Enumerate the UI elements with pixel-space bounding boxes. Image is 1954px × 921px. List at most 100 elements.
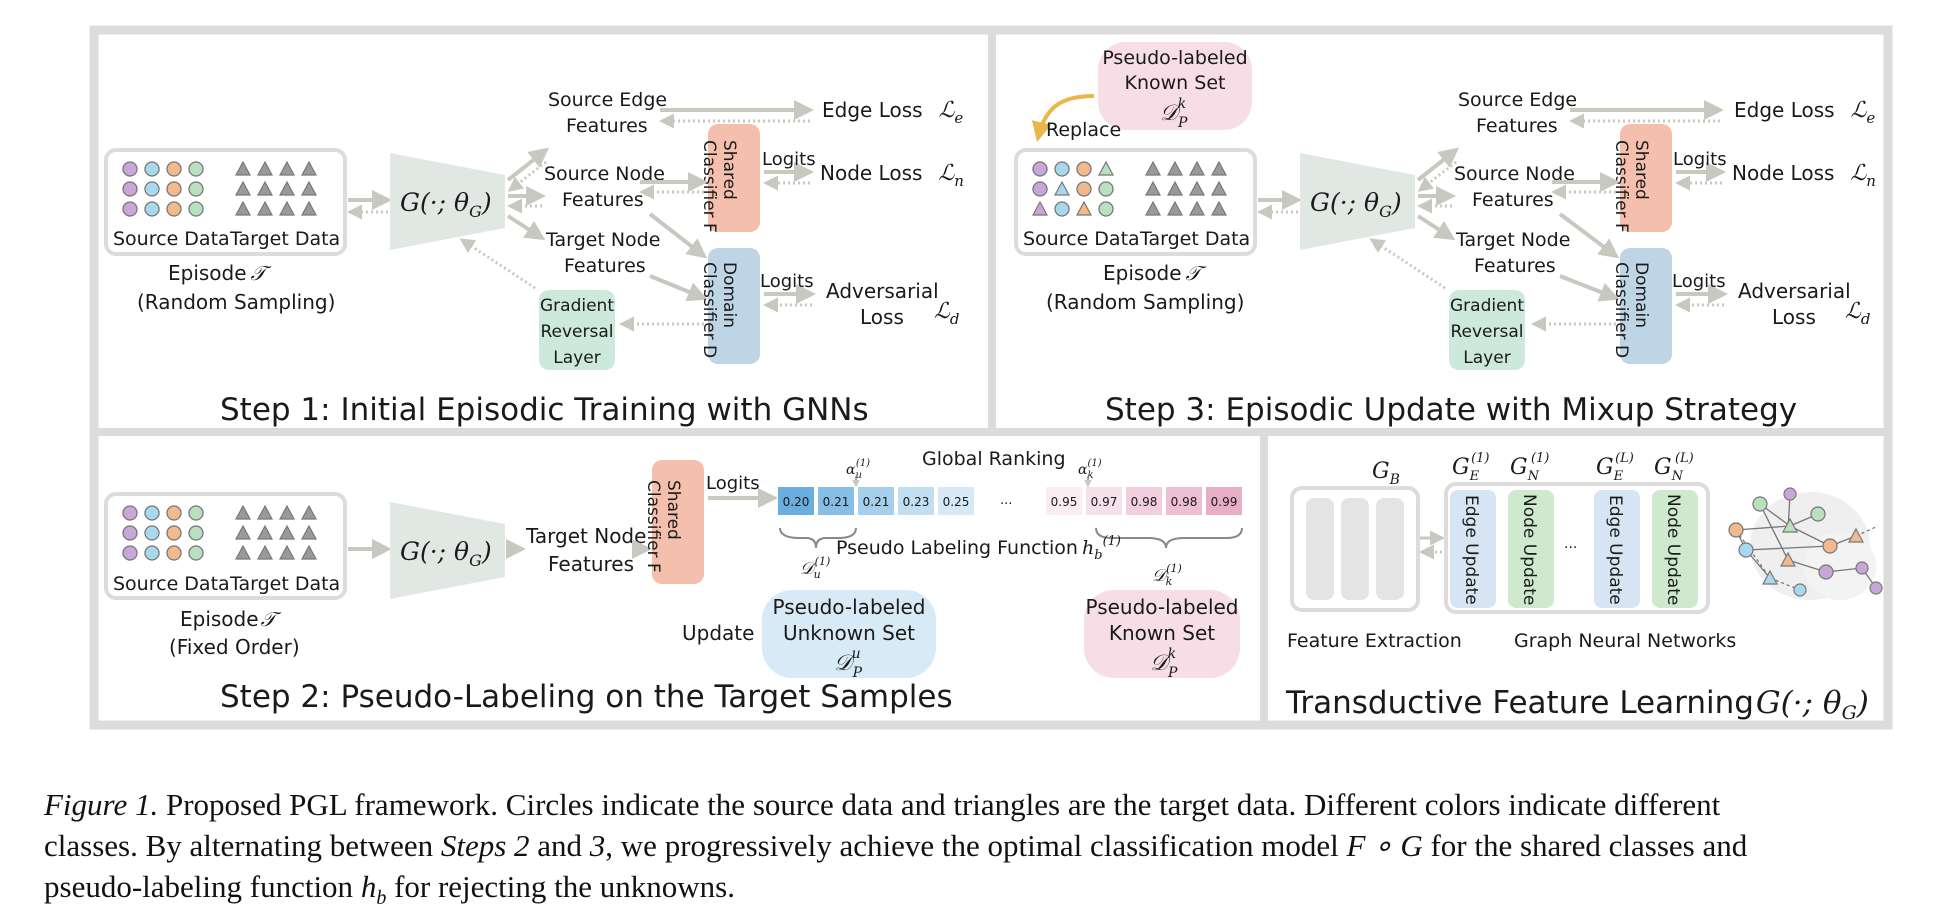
caption-hb: h <box>360 869 377 904</box>
edge-update-label-1: Edge Update <box>1461 495 1481 605</box>
unknown-score-cell <box>858 487 894 515</box>
shared-classifier-label-step2: SharedClassifier F <box>643 480 683 573</box>
gn1-label: GN(1) <box>1510 451 1549 484</box>
brace-known <box>1095 527 1243 549</box>
known-score-cell <box>1206 487 1242 515</box>
unknown-score-value: 0.25 <box>943 495 970 509</box>
replace-arrow <box>1031 94 1095 142</box>
pl-unknown-set-box <box>762 590 936 678</box>
edge-update-label-L: Edge Update <box>1605 495 1625 605</box>
unknown-score-value: 0.23 <box>903 495 930 509</box>
replace-label: Replace <box>1046 119 1121 141</box>
adversarial-loss-symbol-step3: ℒd <box>1845 299 1870 328</box>
logits-label-1: Logits <box>762 149 816 170</box>
node-update-label-1: Node Update <box>1519 494 1539 605</box>
known-score-value: 0.98 <box>1131 495 1158 509</box>
logits-label-4: Logits <box>1672 271 1726 292</box>
unknown-score-value: 0.21 <box>863 495 890 509</box>
known-score-cell <box>1086 487 1122 515</box>
gnn-ellipsis: ... <box>1564 536 1577 552</box>
alpha-k-label: αk(1) <box>1078 458 1102 481</box>
generator-trapezoid-step2 <box>390 502 505 599</box>
caption-figure-label: Figure 1. <box>44 787 159 822</box>
known-score-value: 0.97 <box>1091 495 1118 509</box>
domain-classifier-label: DomainClassifier D <box>699 262 739 358</box>
known-score-value: 0.95 <box>1051 495 1078 509</box>
transductive-panel: GB Edge Update Node Update ... Edge Upda… <box>1285 451 1883 724</box>
domain-classifier-label-step3: DomainClassifier D <box>1611 262 1651 358</box>
edge-update-block-L <box>1594 490 1640 608</box>
adversarial-loss-symbol: ℒd <box>934 299 959 328</box>
known-score-cell <box>1046 487 1082 515</box>
known-score-value: 0.98 <box>1171 495 1198 509</box>
ge1-label: GE(1) <box>1452 451 1490 484</box>
caption-line-3b: for rejecting the unknowns. <box>386 869 735 904</box>
mixed-source-target-samples <box>1031 160 1115 217</box>
caption-line-2c: for the shared classes and <box>1422 828 1748 863</box>
pl-known-set-box-step2 <box>1084 590 1240 678</box>
generator-trapezoid <box>390 153 505 250</box>
target-data-label-step2: Target Data <box>229 573 340 595</box>
generator-trapezoid-step3 <box>1300 153 1415 250</box>
caption-line-1: Proposed PGL framework. Circles indicate… <box>158 787 1721 822</box>
generator-label: G(·; θG) <box>400 188 492 221</box>
gnL-label: GN(L) <box>1654 451 1694 484</box>
generator-label-step3: G(·; θG) <box>1310 188 1402 221</box>
geL-label: GE(L) <box>1596 451 1634 484</box>
transductive-title: Transductive Feature LearningG(·; θG) <box>1285 685 1869 724</box>
figure-caption: Figure 1. Proposed PGL framework. Circle… <box>44 784 1944 919</box>
unknown-score-cell <box>898 487 934 515</box>
source-data-label-step3: Source Data <box>1023 228 1140 250</box>
unknown-score-cell <box>938 487 974 515</box>
caption-fog: F ∘ G <box>1346 828 1423 863</box>
unknown-score-cell <box>818 487 854 515</box>
brace-unknown <box>779 527 857 549</box>
pl-known-set-box <box>1098 42 1252 130</box>
generator-label-step2: G(·; θG) <box>400 537 492 570</box>
feature-extraction-label: Feature Extraction <box>1287 630 1462 652</box>
graph-illustration <box>1728 487 1883 600</box>
caption-line-2b: , we progressively achieve the optimal c… <box>605 828 1347 863</box>
global-ranking-label: Global Ranking <box>922 448 1066 470</box>
shared-classifier-box-step2 <box>652 460 704 584</box>
node-update-block-1 <box>1508 490 1554 608</box>
node-update-label-L: Node Update <box>1663 494 1683 605</box>
gradient-reversal-layer-box <box>539 290 615 370</box>
shared-classifier-label: SharedClassifier F <box>699 140 739 233</box>
alpha-u-label: αu(1) <box>846 458 870 481</box>
logits-label-step2: Logits <box>706 473 760 494</box>
target-data-label-step3: Target Data <box>1139 228 1250 250</box>
domain-classifier-box <box>708 248 760 364</box>
unknown-score-cell <box>778 487 814 515</box>
shared-classifier-label-step3: SharedClassifier F <box>1611 140 1651 233</box>
caption-and: and <box>529 828 590 863</box>
step2-title: Step 2: Pseudo-Labeling on the Target Sa… <box>220 679 953 715</box>
random-sampling-label: (Random Sampling) <box>137 290 335 314</box>
shared-classifier-box <box>708 124 760 232</box>
known-score-cell <box>1126 487 1162 515</box>
caption-steps: Steps 2 <box>440 828 530 863</box>
shared-classifier-box-step3 <box>1620 124 1672 232</box>
logits-label-3: Logits <box>1673 149 1727 170</box>
